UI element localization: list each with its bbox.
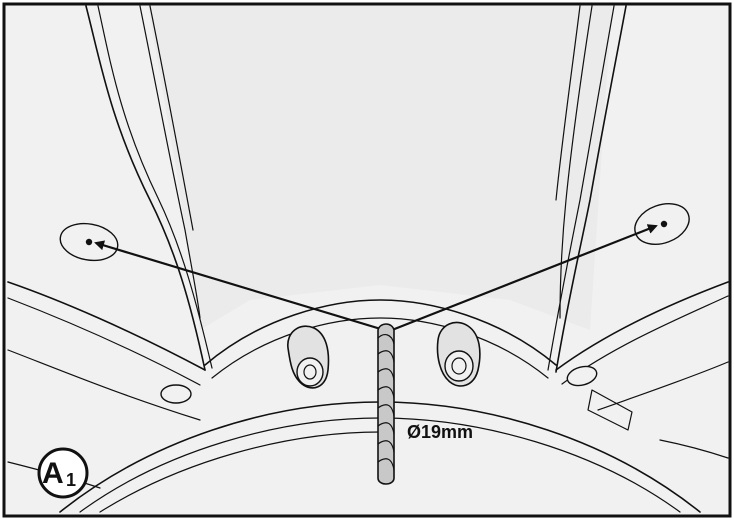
step-badge-circle <box>37 447 89 499</box>
arrow-to-right-target <box>391 224 658 332</box>
arrow-to-left-target <box>94 240 385 332</box>
step-badge: A 1 <box>37 447 89 499</box>
left-fairing-lines <box>7 281 206 421</box>
left-small-hole <box>160 384 192 404</box>
drill-size-label: Ø19mm <box>407 422 473 442</box>
right-lower-edge <box>659 439 729 459</box>
drill-bit <box>377 323 395 485</box>
upper-panel <box>148 6 612 330</box>
right-mount-boss <box>436 321 481 387</box>
right-drill-target <box>634 203 690 245</box>
right-small-hole <box>566 365 598 387</box>
step-badge-letter: A <box>42 457 64 490</box>
left-drill-target <box>59 222 119 262</box>
left-mount-boss <box>287 325 330 389</box>
right-support-lines <box>547 5 627 373</box>
step-badge-number: 1 <box>66 470 76 490</box>
right-lower-panel <box>587 389 633 431</box>
left-support-lines <box>85 5 213 371</box>
